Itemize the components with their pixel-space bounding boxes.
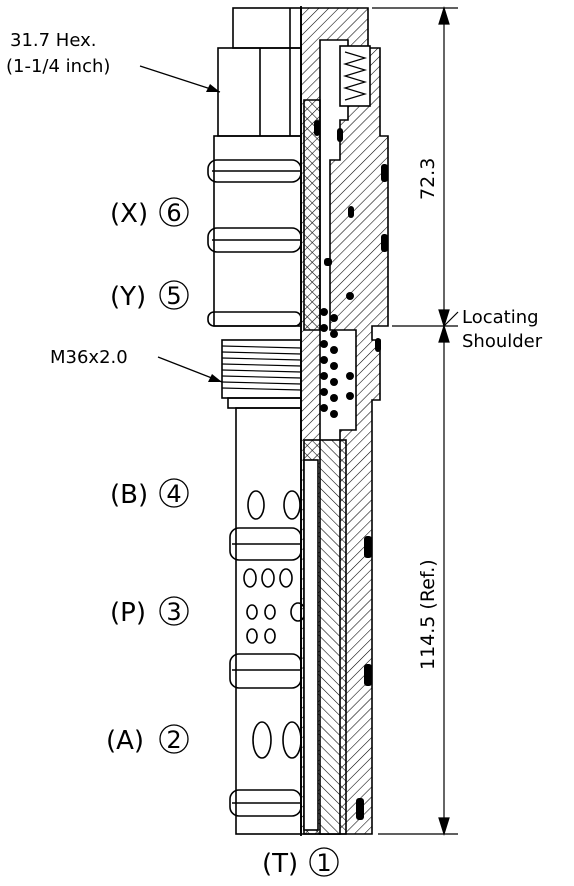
dimension-upper: 72.3 bbox=[417, 158, 439, 200]
thread-callout: M36x2.0 bbox=[50, 347, 223, 383]
hex-label-line1: 31.7 Hex. bbox=[10, 30, 96, 51]
port-name: (P) bbox=[110, 598, 146, 628]
port-label-t: (T) 1 bbox=[262, 847, 339, 879]
port-number: 1 bbox=[316, 849, 331, 877]
port-number: 5 bbox=[166, 282, 181, 310]
port-number: 2 bbox=[166, 726, 181, 754]
port-name: (X) bbox=[110, 199, 148, 229]
port-name: (T) bbox=[262, 849, 298, 879]
port-label-a: (A) 2 bbox=[106, 724, 189, 756]
port-number: 6 bbox=[166, 199, 181, 227]
port-name: (Y) bbox=[110, 282, 146, 312]
o-ring-sections bbox=[314, 120, 388, 820]
port-name: (A) bbox=[106, 726, 144, 756]
locating-shoulder-label: Locating Shoulder bbox=[462, 307, 543, 352]
port-number: 4 bbox=[166, 480, 181, 508]
port-number: 3 bbox=[166, 598, 181, 626]
dimension-lower: 114.5 (Ref.) bbox=[417, 559, 439, 670]
valve-exterior-half bbox=[207, 7, 306, 835]
port-label-b: (B) 4 bbox=[110, 478, 189, 510]
port-label-y: (Y) 5 bbox=[110, 280, 189, 312]
port-label-x: (X) 6 bbox=[110, 197, 189, 229]
port-name: (B) bbox=[110, 480, 148, 510]
thread-label: M36x2.0 bbox=[50, 347, 128, 368]
hex-label-line2: (1-1/4 inch) bbox=[6, 56, 110, 77]
hex-callout: 31.7 Hex. (1-1/4 inch) bbox=[6, 30, 221, 93]
locating-line2: Shoulder bbox=[462, 331, 543, 352]
dimension-lines bbox=[372, 5, 459, 837]
spring-coils bbox=[320, 292, 354, 418]
valve-section-half bbox=[300, 7, 389, 835]
thread-lines bbox=[221, 345, 302, 391]
port-label-p: (P) 3 bbox=[110, 596, 189, 628]
locating-line1: Locating bbox=[462, 307, 539, 328]
